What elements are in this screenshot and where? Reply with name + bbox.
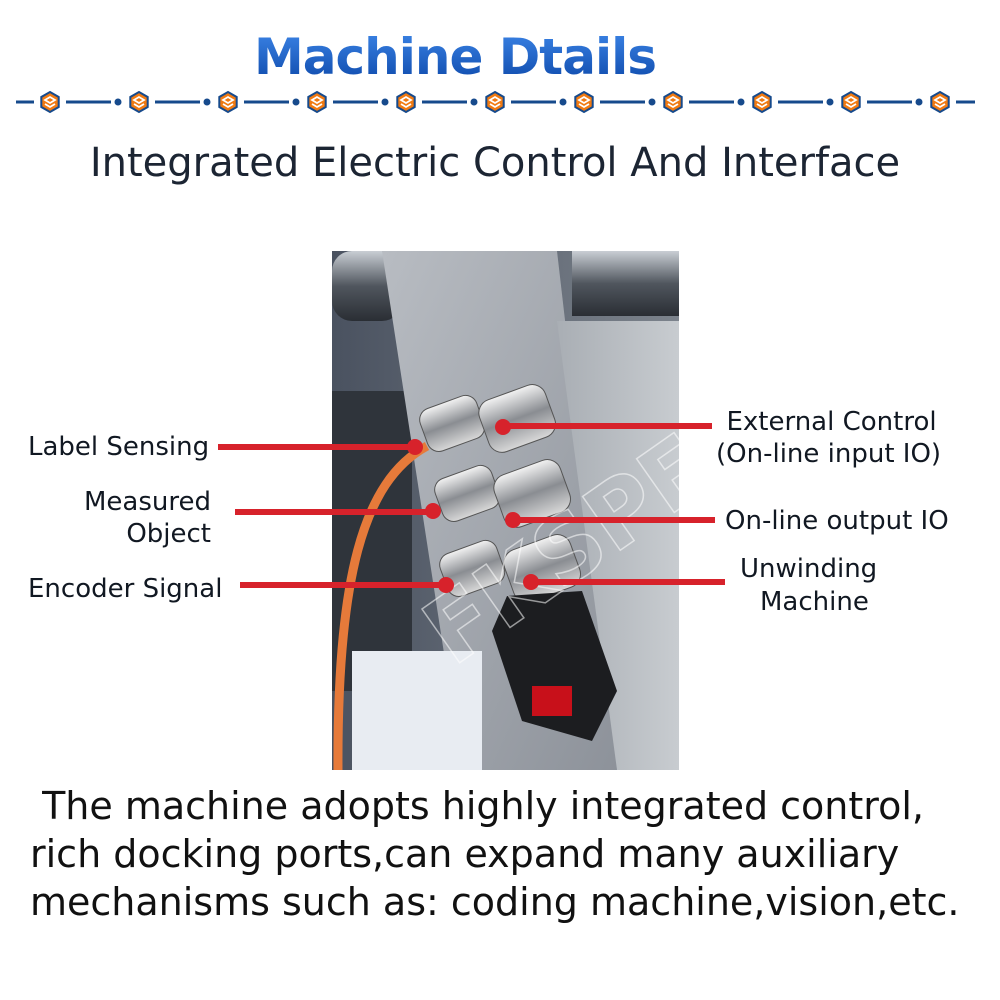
divider-dot (737, 98, 745, 106)
measured-object-line2: Object (126, 519, 212, 549)
section-subtitle: Integrated Electric Control And Interfac… (89, 140, 901, 186)
online-output-label: On-line output IO (725, 506, 949, 536)
divider-dot (648, 98, 656, 106)
unwinding-line2: Machine (760, 587, 869, 617)
divider-dot (114, 98, 122, 106)
divider-dot (559, 98, 567, 106)
external-control-label: External Control (On-line input IO) (716, 406, 941, 470)
external-control-line1: External Control (726, 407, 937, 437)
decorative-divider (16, 90, 975, 114)
divider-dot (470, 98, 478, 106)
measured-object-label: Measured Object (84, 486, 211, 550)
divider-dot (381, 98, 389, 106)
divider-dot (292, 98, 300, 106)
external-control-line2: (On-line input IO) (716, 439, 942, 469)
page-title: Machine Dtails (0, 28, 910, 86)
label-sensing-label: Label Sensing (28, 432, 210, 462)
machine-interface-photo: FKSPEEDA (332, 251, 679, 770)
measured-object-line1: Measured (84, 487, 212, 517)
description-text: The machine adopts highly integrated con… (30, 784, 960, 924)
divider-dot (826, 98, 834, 106)
unwinding-machine-label: Unwinding Machine (740, 553, 877, 619)
divider-dot (203, 98, 211, 106)
divider-dot (915, 98, 923, 106)
unwinding-line1: Unwinding (740, 554, 878, 584)
encoder-signal-label: Encoder Signal (28, 574, 223, 604)
